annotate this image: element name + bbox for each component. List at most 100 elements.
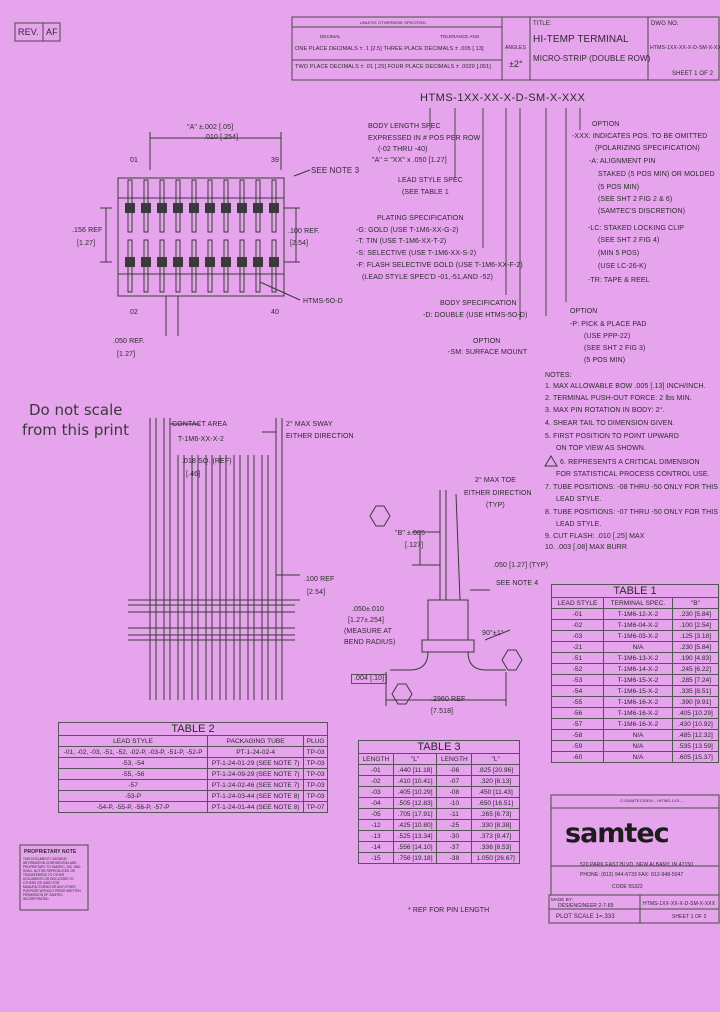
table-cell: -56: [551, 707, 604, 719]
max-sway-label: 2° MAX SWAY: [286, 421, 333, 428]
table-cell: -30: [436, 830, 473, 842]
table-cell: .405 [10.29]: [671, 707, 720, 719]
table-cell: N/A: [602, 641, 673, 653]
table-1: TABLE 1 LEAD STYLE TERMINAL SPEC. "B" -0…: [551, 584, 720, 763]
table-cell: -53-P: [57, 790, 209, 802]
bottom-sheet-number: SHEET 1 OF 2: [672, 914, 707, 920]
table-cell: .125 [3.18]: [671, 630, 720, 642]
option-p-line: (SEE SHT 2 FIG 3): [584, 345, 646, 352]
table-cell: T-1M6-13-X-2: [602, 652, 673, 664]
table-cell: .430 [10.92]: [671, 718, 720, 730]
terminal-part-label: T-1M6-XX-X-2: [178, 436, 224, 443]
table-cell: N/A: [602, 729, 673, 741]
table-cell: -12: [358, 819, 394, 831]
rev-value: AF: [46, 27, 58, 37]
table-cell: .265 [6.73]: [471, 808, 520, 820]
table-cell: .650 [16.51]: [471, 797, 520, 809]
table-cell: TP-03: [303, 757, 328, 769]
table-cell: -55: [551, 696, 604, 708]
body-length-line: BODY LENGTH SPEC: [368, 123, 441, 130]
table-cell: TP-03: [303, 746, 328, 758]
pin-40-label: 40: [271, 309, 279, 316]
ref-2960-mm: [7.518]: [431, 708, 454, 715]
measure-note-2: BEND RADIUS): [344, 639, 396, 646]
flatness-label: .004 [.10]: [351, 674, 388, 684]
table-row: -05.705 [17.91]-11.265 [6.73]: [358, 808, 520, 820]
dim-a-tolerance: .010 [.254]: [204, 134, 239, 141]
contact-area-label: CONTACT AREA: [172, 421, 228, 428]
part-code: HTMS-1XX-XX-X-D-SM-X-XXX: [420, 92, 586, 104]
made-by-value: DES/ENGINEER 2-7-89: [558, 903, 614, 909]
dim-b-label: "B" ±.005: [395, 530, 425, 537]
bend-radius-mm: [1.27±.254]: [348, 617, 385, 624]
table-cell: -53: [551, 674, 604, 686]
table-cell: -15: [358, 852, 394, 864]
right-angle-label: 90°±1°: [482, 630, 504, 637]
samtec-logo: samtec: [565, 818, 670, 849]
body-length-line: (-02 THRU -40): [378, 146, 428, 153]
table-3: TABLE 3 LENGTH "L" LENGTH "L" -01.440 [1…: [358, 740, 520, 864]
pin-square-mm: [.46]: [186, 471, 201, 478]
table-cell: -54-P, -55-P, -56-P, -57-P: [57, 801, 209, 813]
table-cell: -14: [358, 841, 394, 853]
table-row: -04.505 [12.83]-10.650 [16.51]: [358, 797, 520, 809]
pin-39-label: 39: [271, 157, 279, 164]
option-line: -TR: TAPE & REEL: [588, 277, 650, 284]
table-cell: .330 [8.38]: [471, 819, 520, 831]
table-cell: .336 [8.53]: [471, 841, 520, 853]
table-cell: .285 [7.24]: [671, 674, 720, 686]
toe-typ-label: (TYP): [486, 502, 505, 509]
option-line: (SAMTEC'S DISCRETION): [598, 208, 686, 215]
table-cell: .485 [12.32]: [671, 729, 720, 741]
table-cell: -06: [436, 764, 473, 776]
ref-156: .156 REF: [72, 227, 103, 234]
table-cell: -60: [551, 751, 604, 763]
table-row: -01, -02, -03, -51, -52, -02-P, -03-P, -…: [57, 746, 328, 758]
header-cell: LENGTH: [358, 753, 394, 765]
option-line: -LC: STAKED LOCKING CLIP: [588, 225, 685, 232]
table-cell: -01: [358, 764, 394, 776]
sheet-number: SHEET 1 OF 2: [672, 71, 714, 77]
ref-156-mm: [1.27]: [77, 240, 96, 247]
pin-01-label: 01: [130, 157, 138, 164]
option-line: (5 POS MIN): [598, 184, 640, 191]
tolerance-line-2: TWO PLACE DECIMALS ± .01 [.25] FOUR PLAC…: [295, 64, 491, 70]
table-cell: .705 [17.91]: [392, 808, 438, 820]
note-line: 5. FIRST POSITION TO POINT UPWARD: [545, 433, 679, 440]
table-cell: -25: [436, 819, 473, 831]
table-cell: .756 [19.18]: [392, 852, 438, 864]
proprietary-title: PROPRIETARY NOTE: [24, 849, 77, 855]
table-cell: .525 [13.34]: [392, 830, 438, 842]
title-label: TITLE:: [533, 21, 552, 27]
tolerance-header: UNLESS OTHERWISE SPECIFIED: [360, 20, 427, 25]
table-cell: .535 [13.59]: [671, 740, 720, 752]
note-line: ON TOP VIEW AS SHOWN.: [556, 445, 647, 452]
table-cell: -57: [551, 718, 604, 730]
table-row: -12.425 [10.80]-25.330 [8.38]: [358, 819, 520, 831]
option-line: (SEE SHT 2 FIG 4): [598, 237, 660, 244]
note-line: LEAD STYLE.: [556, 496, 602, 503]
table-cell: .605 [15.37]: [671, 751, 720, 763]
table-cell: T-1M6-14-X-2: [602, 663, 673, 675]
table-cell: TP-03: [303, 779, 328, 791]
option-p-line: OPTION: [570, 308, 598, 315]
table-cell: PT-1-24-09-29 (SEE NOTE 7): [207, 768, 305, 780]
table-cell: TP-03: [303, 790, 328, 802]
table-cell: T-1M6-16-X-2: [602, 718, 673, 730]
rev-label: REV.: [18, 27, 39, 37]
sway-direction-label: EITHER DIRECTION: [286, 433, 354, 440]
table-cell: .320 [8.13]: [471, 775, 520, 787]
table-cell: -11: [436, 808, 473, 820]
table-cell: .230 [5.84]: [671, 641, 720, 653]
body-spec-line: -D: DOUBLE (USE HTMS-5O-D): [423, 312, 528, 319]
htms-body-label: HTMS-5O-D: [303, 298, 343, 305]
table-cell: -55, -56: [57, 768, 209, 780]
company-phone: PHONE: (812) 944-6733 FAX: 812-948-5047: [580, 872, 684, 878]
lead-style-line: LEAD STYLE SPEC: [398, 177, 463, 184]
